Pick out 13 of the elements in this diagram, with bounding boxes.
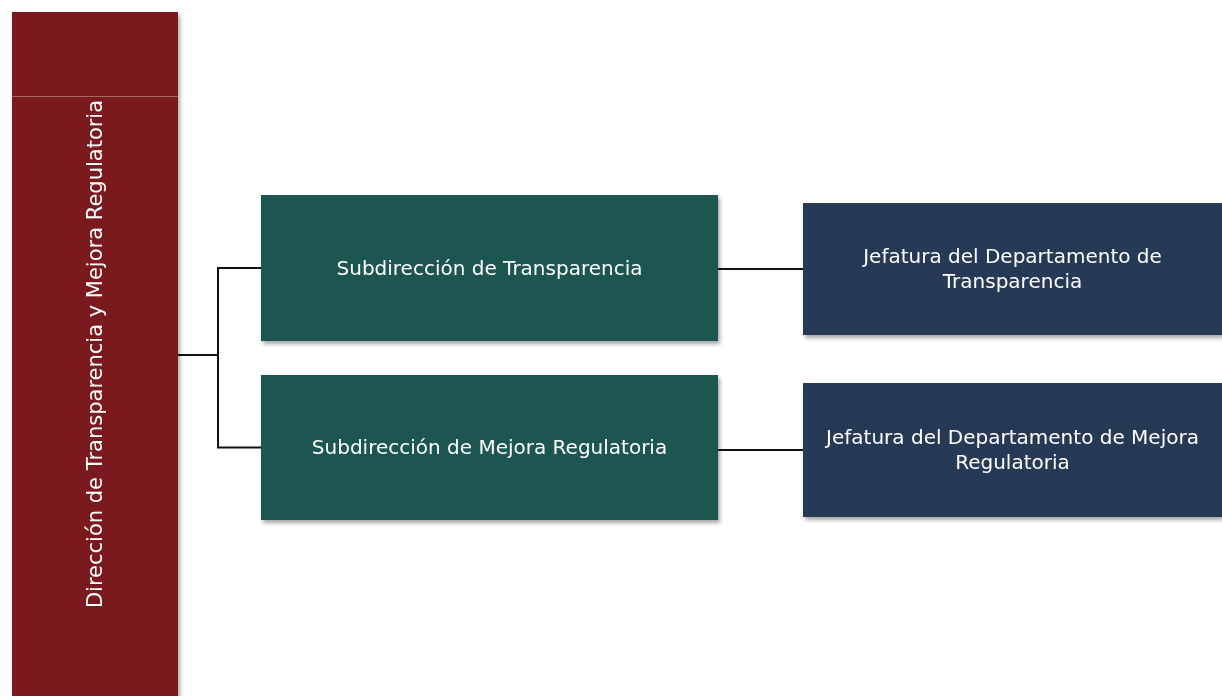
unit-title: Jefatura del Departamento de Transparencia xyxy=(861,244,1163,294)
unit-box xyxy=(803,203,1222,335)
connector-line xyxy=(717,449,804,451)
connector-line xyxy=(717,268,804,270)
unit-title: Subdirección de Mejora Regulatoria xyxy=(310,435,669,460)
unit-box xyxy=(261,375,718,520)
connector-line xyxy=(177,354,262,449)
unit-box xyxy=(261,195,718,341)
director-box xyxy=(12,12,178,696)
unit-title: Dirección de Transparencia y Mejora Regulatoria xyxy=(83,99,107,609)
unit-title: Subdirección de Transparencia xyxy=(335,255,644,281)
unit-title: Jefatura del Departamento de Mejora Regulatoria xyxy=(824,425,1200,475)
unit-box xyxy=(803,383,1222,517)
